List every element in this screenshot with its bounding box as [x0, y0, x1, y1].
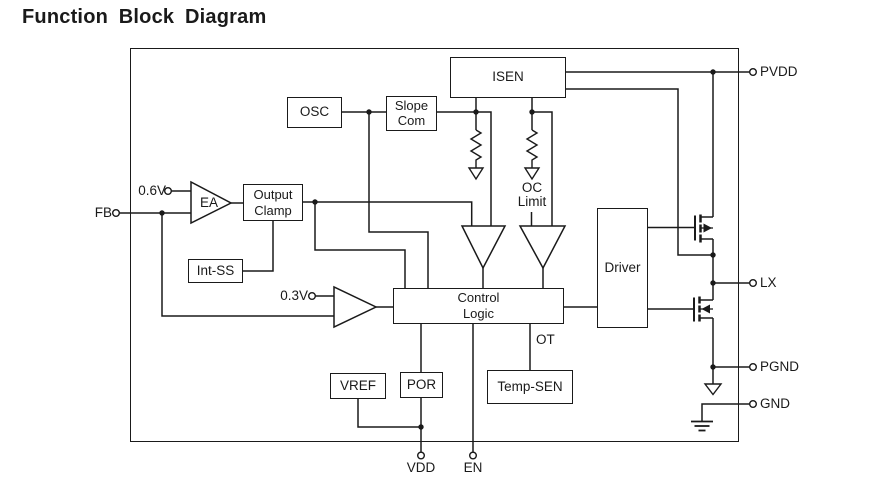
- pin-label-lx: LX: [760, 275, 777, 290]
- block-isen: ISEN: [450, 57, 566, 98]
- lx-terminal: [749, 279, 758, 288]
- ref-06v-terminal: [163, 186, 172, 195]
- ref-03v-terminal: [308, 292, 317, 301]
- oc-comparator-icon: [518, 225, 567, 270]
- block-control-logic: Control Logic: [393, 288, 564, 324]
- wires: [119, 71, 750, 453]
- en-terminal: [469, 451, 478, 460]
- gnd-terminal: [749, 400, 758, 409]
- pgnd-terminal: [749, 363, 758, 372]
- earth-ground-icon: [691, 420, 713, 432]
- ref-label-03v: 0.3V: [280, 288, 308, 303]
- ot-label: OT: [536, 332, 555, 347]
- block-output-clamp: Output Clamp: [243, 184, 303, 221]
- pvdd-terminal: [749, 67, 758, 76]
- vdd-terminal: [417, 451, 426, 460]
- ref-label-06v: 0.6V: [138, 183, 166, 198]
- block-int-ss: Int-SS: [188, 259, 243, 283]
- oc-limit-label: OC Limit: [517, 180, 547, 210]
- junction-dots: [159, 69, 716, 430]
- uvp-comparator-icon: [333, 285, 378, 329]
- pin-label-gnd: GND: [760, 396, 790, 411]
- block-driver: Driver: [597, 208, 648, 328]
- mosfet-high-side-icon: [694, 214, 713, 243]
- pin-label-en: EN: [463, 460, 483, 475]
- block-slope-com: Slope Com: [386, 96, 437, 131]
- fb-terminal: [111, 208, 120, 217]
- pin-label-pvdd: PVDD: [760, 64, 798, 79]
- block-osc: OSC: [287, 97, 342, 128]
- block-por: POR: [400, 372, 443, 398]
- pin-label-pgnd: PGND: [760, 359, 800, 374]
- sense-resistor-left-icon: [467, 129, 485, 181]
- chip-boundary: [130, 48, 739, 442]
- block-vref: VREF: [330, 373, 386, 399]
- mosfet-low-side-icon: [693, 296, 713, 322]
- block-temp-sen: Temp-SEN: [487, 370, 573, 404]
- ea-label: EA: [199, 195, 218, 210]
- error-amplifier-icon: [190, 180, 233, 225]
- page-title: Function Block Diagram: [22, 6, 267, 28]
- pgnd-arrow-icon: [703, 383, 723, 396]
- sense-resistor-right-icon: [523, 129, 541, 181]
- pin-label-vdd: VDD: [406, 460, 436, 475]
- pin-label-fb: FB: [94, 205, 112, 220]
- pin-terminals: [111, 67, 758, 460]
- pwm-comparator-icon: [460, 225, 507, 270]
